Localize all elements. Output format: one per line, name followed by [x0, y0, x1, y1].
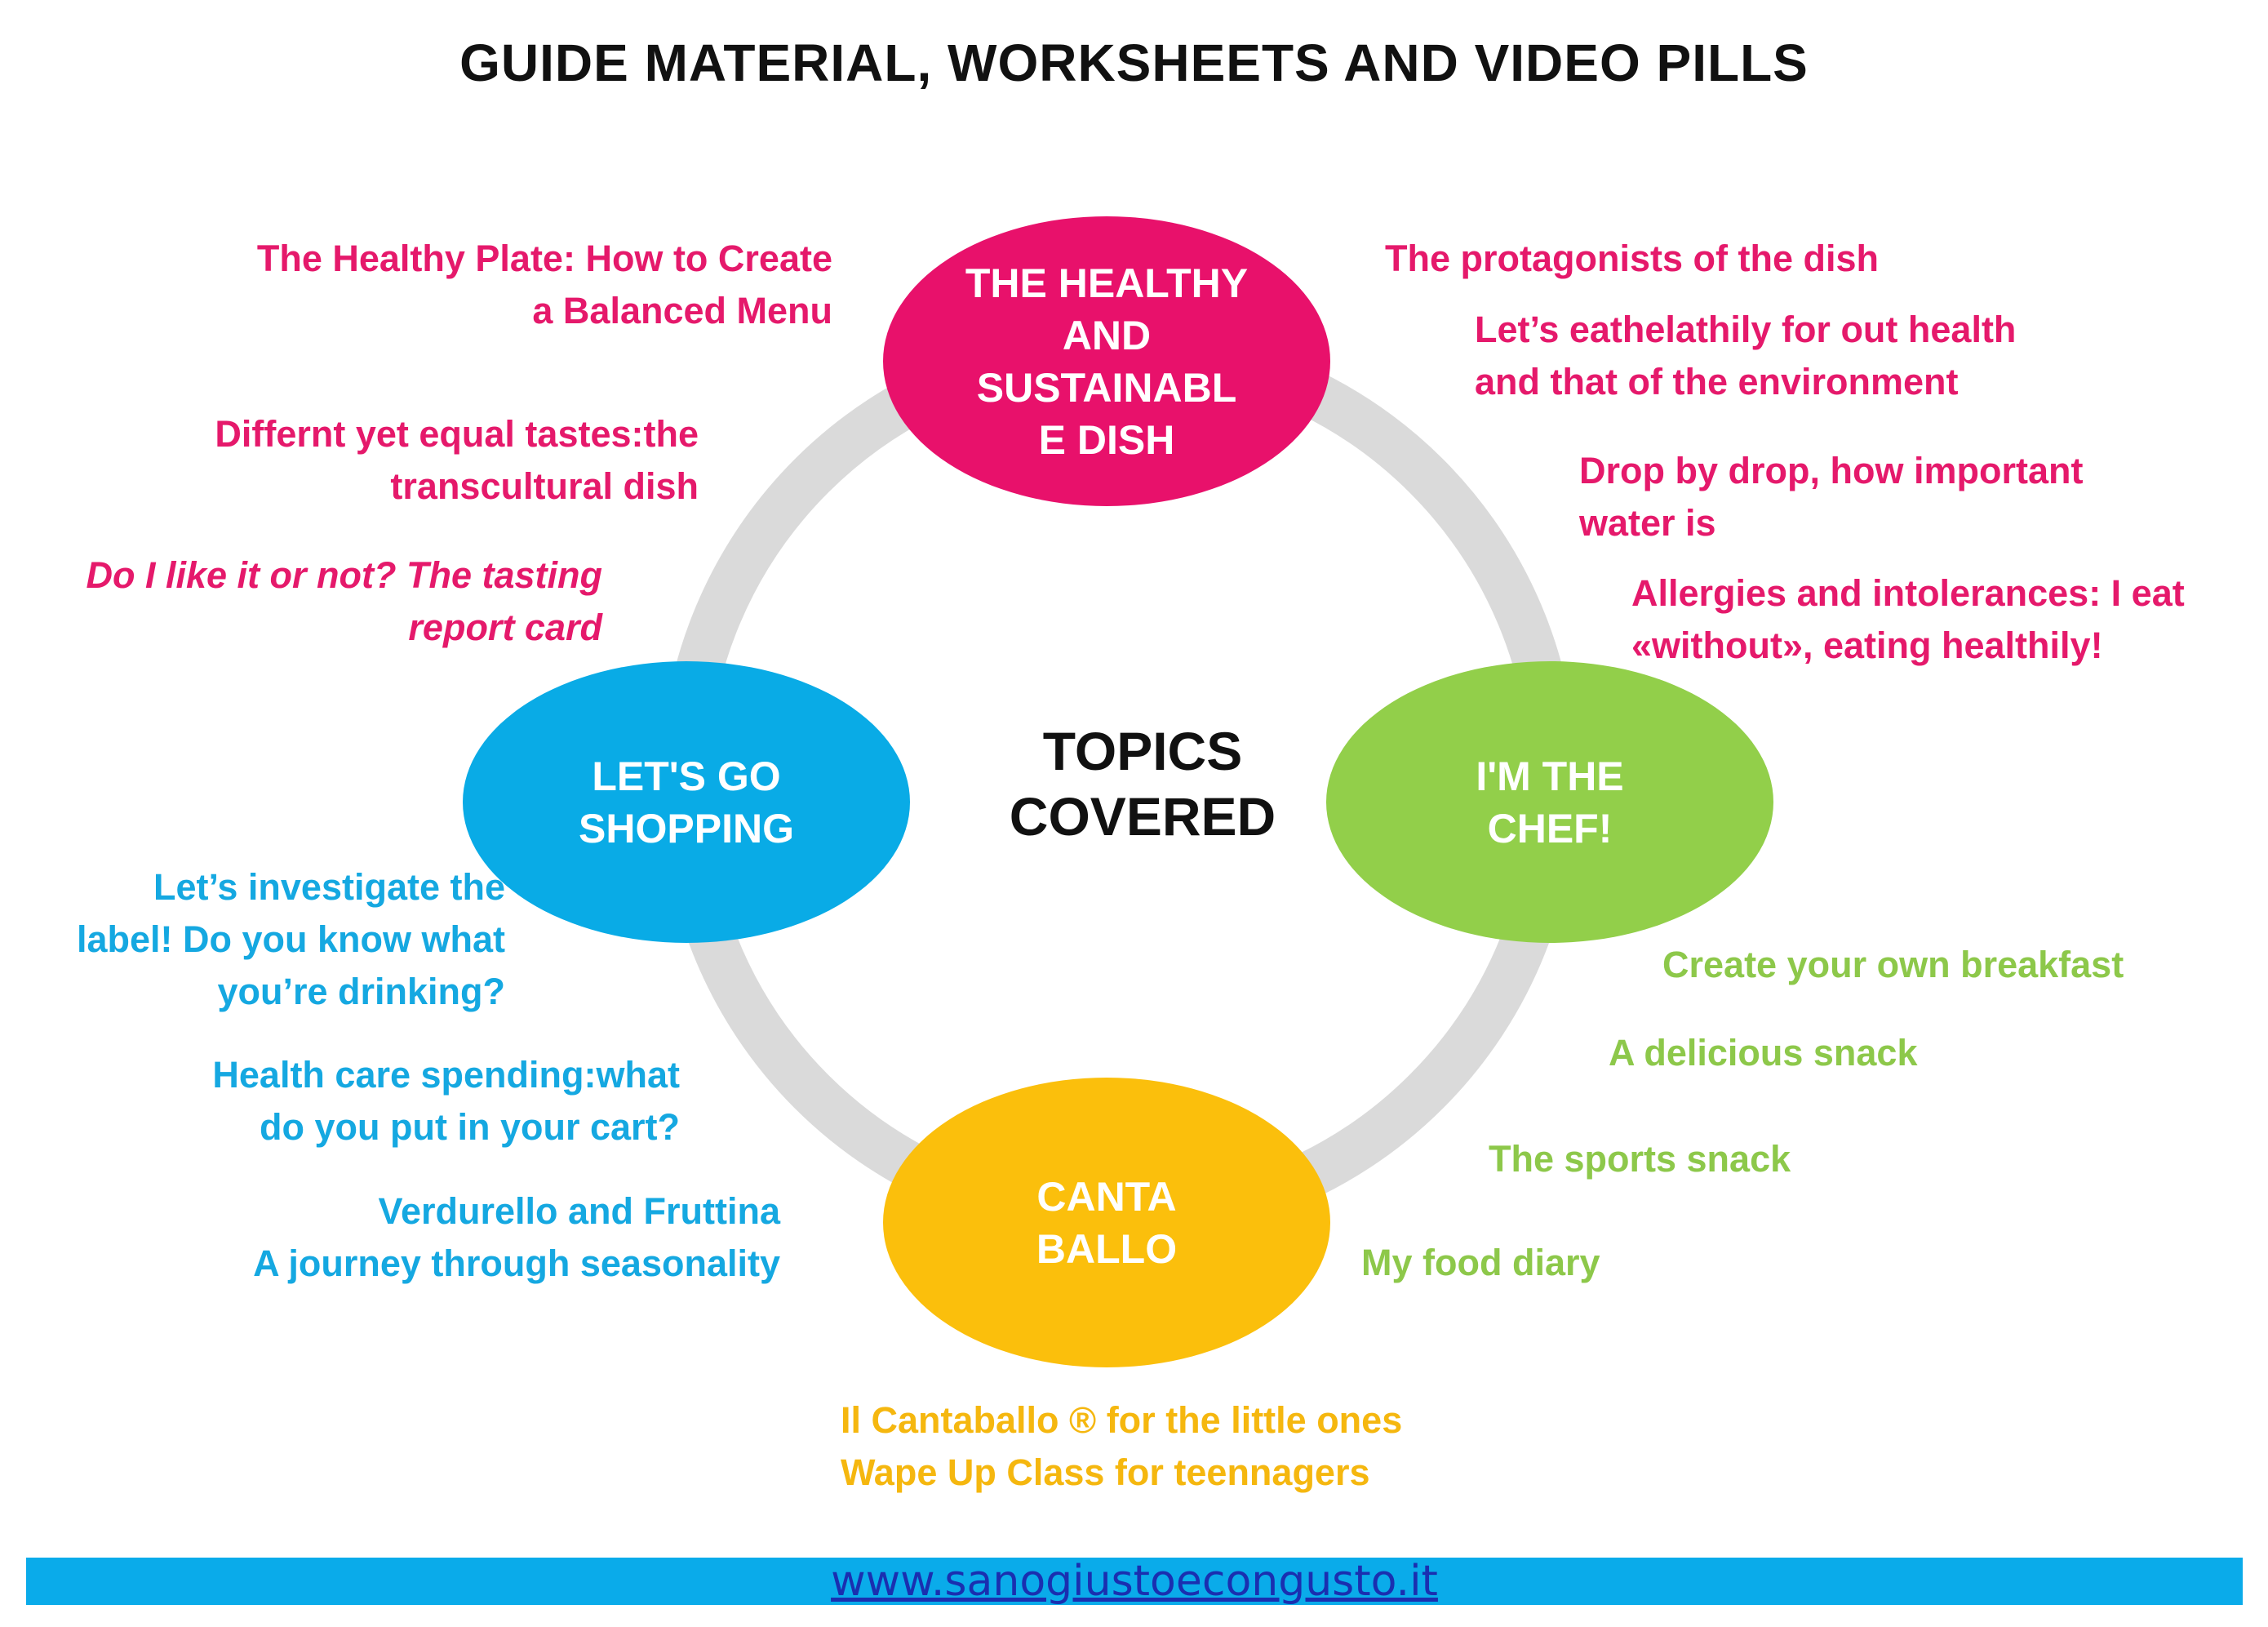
node-im-the-chef: I'M THE CHEF! — [1326, 661, 1773, 943]
node-label-line: LET'S GO — [592, 753, 781, 799]
topic-verdurello-fruttina: Verdurello and Fruttina A journey throug… — [253, 1190, 780, 1284]
topic-eat-healthily-environment: Let’s eathelathily for out health and th… — [1475, 309, 2017, 402]
node-label-line: SHOPPING — [579, 805, 794, 851]
center-label: TOPICS COVERED — [979, 718, 1306, 849]
node-label-line: THE HEALTHY — [965, 260, 1249, 306]
topic-allergies-intolerances: Allergies and intolerances: I eat «witho… — [1631, 572, 2185, 666]
topic-tasting-report-card: Do I like it or not? The tasting report … — [86, 554, 602, 648]
topic-transcultural-dish: Differnt yet equal tastes:the transcultu… — [215, 413, 699, 507]
topic-delicious-snack: A delicious snack — [1609, 1032, 1918, 1074]
node-label-line: CHEF! — [1487, 805, 1613, 851]
node-cantaballo: CANTA BALLO — [883, 1078, 1330, 1367]
topic-healthy-plate: The Healthy Plate: How to Create a Balan… — [256, 238, 832, 331]
node-label-line: I'M THE — [1476, 753, 1624, 799]
node-healthy-sustainable-dish: THE HEALTHY AND SUSTAINABL E DISH — [883, 216, 1330, 506]
node-label-line: E DISH — [1038, 416, 1175, 463]
node-label-line: SUSTAINABL — [976, 364, 1237, 411]
topic-sports-snack: The sports snack — [1489, 1138, 1791, 1180]
node-lets-go-shopping: LET'S GO SHOPPING — [463, 661, 910, 943]
page-title: GUIDE MATERIAL, WORKSHEETS AND VIDEO PIL… — [459, 33, 1809, 92]
footer-bar: www.sanogiustoecongusto.it — [26, 1558, 2243, 1605]
topic-health-care-spending: Health care spending:what do you put in … — [212, 1054, 680, 1148]
topic-drop-by-drop-water: Drop by drop, how important water is — [1579, 450, 2084, 544]
center-label-line-2: COVERED — [1009, 786, 1276, 847]
topic-food-diary: My food diary — [1361, 1242, 1600, 1283]
node-label-line: BALLO — [1036, 1225, 1178, 1272]
node-label-line: AND — [1062, 312, 1152, 358]
topic-protagonists: The protagonists of the dish — [1385, 238, 1879, 279]
website-link[interactable]: www.sanogiustoecongusto.it — [831, 1558, 1438, 1605]
center-label-line-1: TOPICS — [1042, 721, 1243, 781]
topic-cantaballo-wape-up: Il Cantaballo ® for the little ones Wape… — [841, 1399, 1403, 1493]
node-label-line: CANTA — [1036, 1173, 1177, 1220]
topic-create-breakfast: Create your own breakfast — [1662, 944, 2124, 985]
topic-investigate-label: Let’s investigate the label! Do you know… — [76, 866, 505, 1012]
